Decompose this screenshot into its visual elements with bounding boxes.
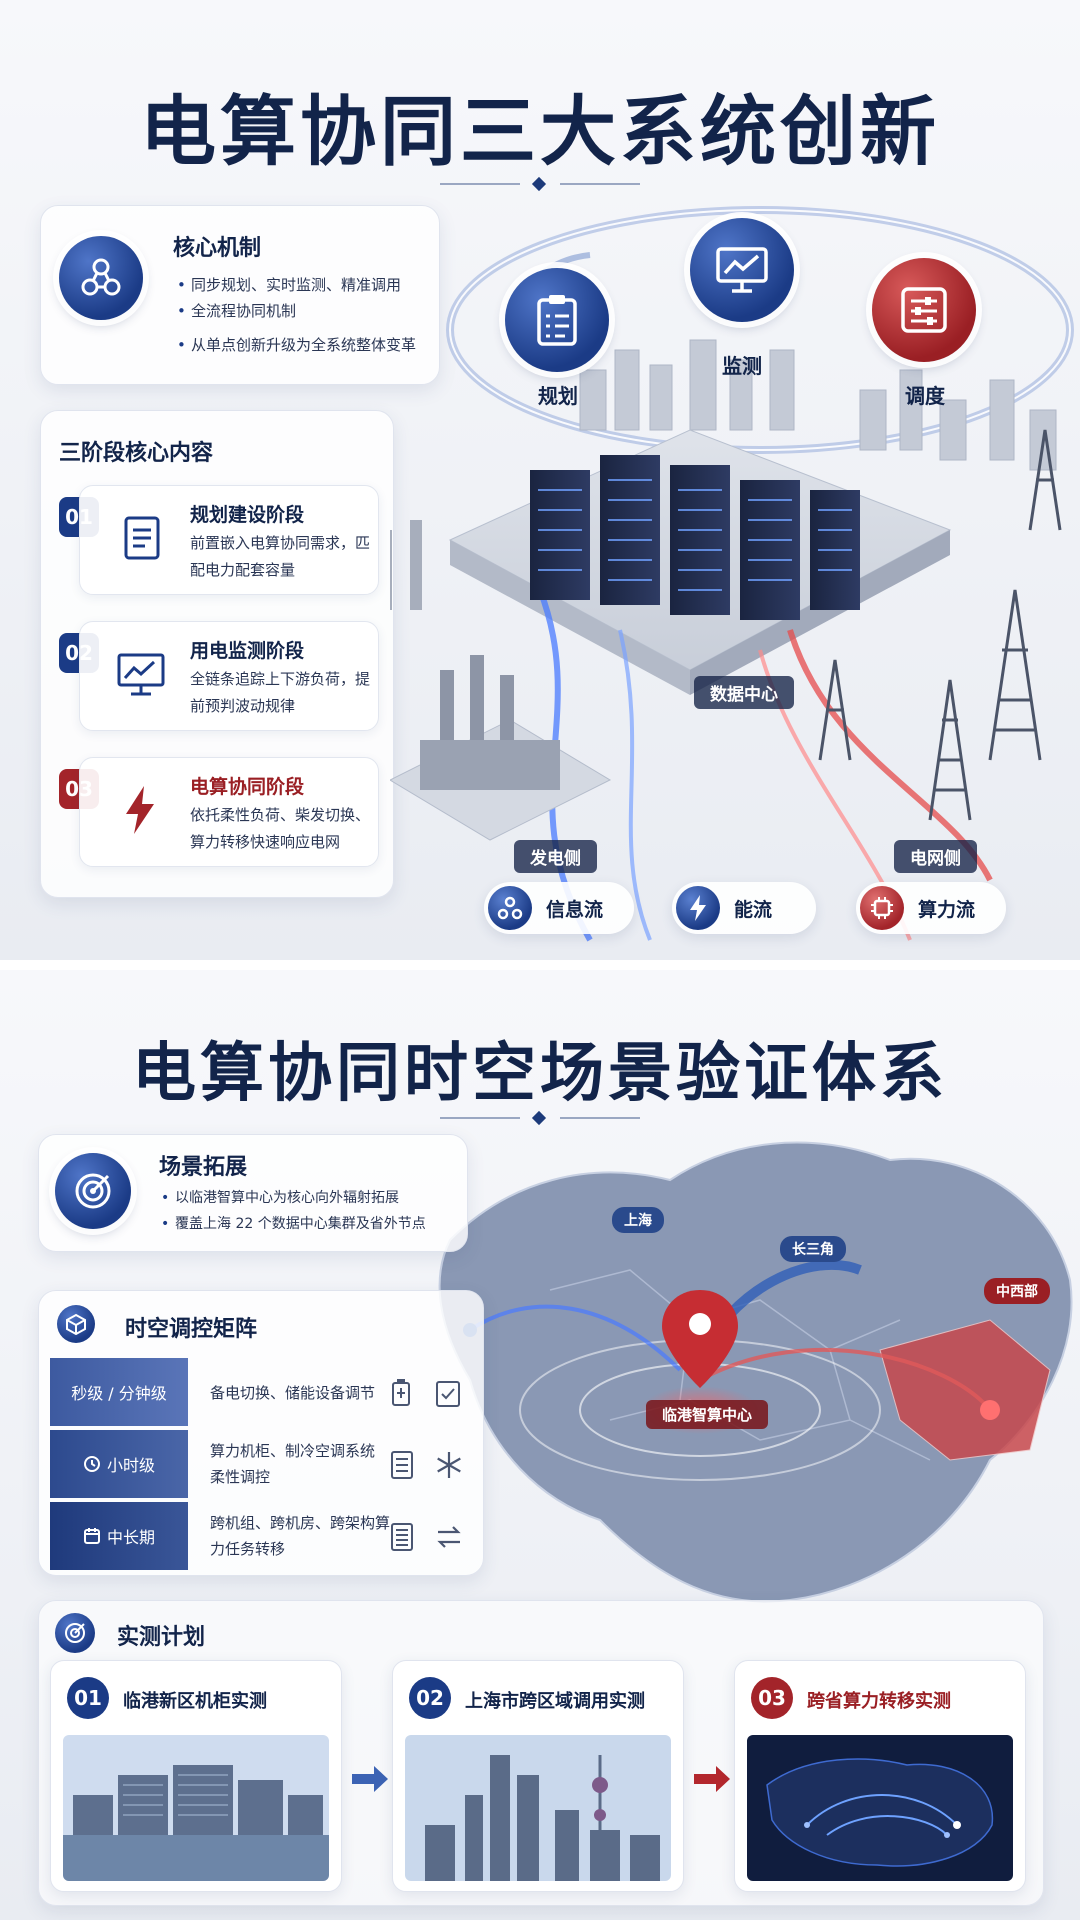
flow-label: 算力流 <box>918 898 976 921</box>
plan-title: 上海市跨区域调用实测 <box>465 1691 645 1712</box>
flow-label: 能流 <box>734 898 773 921</box>
stage-card-coordination[interactable]: 电算协同阶段 依托柔性负荷、柴发切换、算力转移快速响应电网 <box>79 757 379 867</box>
cycle-node-planning[interactable] <box>505 268 609 372</box>
plan-card-lingang[interactable]: 01 临港新区机柜实测 <box>50 1660 342 1892</box>
expand-bullet: 覆盖上海 22 个数据中心集群及省外节点 <box>161 1211 426 1237</box>
clock-icon <box>83 1456 100 1472</box>
stage-desc: 前置嵌入电算协同需求，匹配电力配套容量 <box>190 534 371 579</box>
panel-divider <box>0 960 1080 970</box>
test-plan-title: 实测计划 <box>117 1625 206 1650</box>
waterfront-buildings-photo <box>63 1735 329 1881</box>
matrix-row-desc: 备电切换、储能设备调节 <box>210 1384 376 1402</box>
swap-arrows-icon <box>434 1524 464 1554</box>
lightning-icon <box>676 886 720 930</box>
server-rack-icon <box>390 1450 414 1484</box>
arrow-right-icon <box>692 1764 732 1798</box>
location-pin-icon <box>662 1290 738 1388</box>
plan-number: 01 <box>67 1677 109 1719</box>
generation-side-label: 发电侧 <box>514 840 597 873</box>
panel2-title: 电算协同时空场景验证体系 <box>132 1036 948 1111</box>
cycle-node-dispatch[interactable] <box>872 258 976 362</box>
stage-card-planning[interactable]: 规划建设阶段 前置嵌入电算协同需求，匹配电力配套容量 <box>79 485 379 595</box>
clipboard-icon <box>537 295 577 346</box>
stage-desc: 全链条追踪上下游负荷，提前预判波动规律 <box>190 670 371 715</box>
checklist-icon <box>120 514 164 566</box>
map-center-label: 临港智算中心 <box>646 1400 769 1429</box>
title-ornament <box>440 1110 640 1126</box>
matrix-title: 时空调控矩阵 <box>125 1317 258 1342</box>
cycle-label: 规划 <box>538 384 578 408</box>
plan-number: 03 <box>751 1677 793 1719</box>
expand-bullet: 以临港智算中心为核心向外辐射拓展 <box>161 1185 399 1211</box>
panel-system-innovation: 电算协同三大系统创新 核心机制 同步规划、实时监测、精准调用 全流程协同机制 从… <box>0 0 1080 960</box>
info-flow-pill[interactable]: 信息流 <box>484 882 634 934</box>
core-bullet-continued: 全流程协同机制 <box>177 298 431 324</box>
plan-title: 跨省算力转移实测 <box>807 1691 951 1712</box>
network-nodes-icon <box>59 236 143 320</box>
energy-flow-pill[interactable]: 能流 <box>672 882 816 934</box>
calendar-icon <box>83 1528 100 1544</box>
matrix-row-desc: 跨机组、跨机房、跨架构算力任务转移 <box>210 1514 391 1558</box>
core-bullet: 同步规划、实时监测、精准调用 <box>177 272 401 298</box>
grid-side-label: 电网侧 <box>894 840 977 873</box>
server-icon <box>390 1522 414 1556</box>
three-stages-card: 三阶段核心内容 01 规划建设阶段 前置嵌入电算协同需求，匹配电力配套容量 02… <box>40 410 394 898</box>
china-map-illustration <box>438 1141 1073 1603</box>
map-tag-shanghai: 上海 <box>612 1207 664 1233</box>
matrix-row-label: 小时级 <box>50 1430 188 1498</box>
stage-title: 电算协同阶段 <box>190 776 305 798</box>
scene-expand-title: 场景拓展 <box>159 1155 248 1180</box>
lightning-icon <box>120 784 160 840</box>
target-icon <box>55 1153 131 1229</box>
three-stages-title: 三阶段核心内容 <box>59 441 214 466</box>
panel1-title: 电算协同三大系统创新 <box>140 87 940 176</box>
plan-card-cross-province[interactable]: 03 跨省算力转移实测 <box>734 1660 1026 1892</box>
matrix-row-label: 秒级 / 分钟级 <box>50 1358 188 1426</box>
matrix-row-label: 中长期 <box>50 1502 188 1570</box>
shanghai-skyline-photo <box>405 1735 671 1881</box>
matrix-row-desc: 算力机柜、制冷空调系统柔性调控 <box>210 1442 376 1486</box>
stage-desc: 依托柔性负荷、柴发切换、算力转移快速响应电网 <box>190 806 371 851</box>
plan-title: 临港新区机柜实测 <box>123 1691 267 1712</box>
map-tag-yangtze-delta: 长三角 <box>780 1236 846 1262</box>
chip-icon <box>860 886 904 930</box>
core-bullet: 从单点创新升级为全系统整体变革 <box>177 332 416 358</box>
clipboard-check-icon <box>434 1378 462 1412</box>
cycle-label: 监测 <box>722 354 762 378</box>
snowflake-icon <box>434 1450 464 1484</box>
data-center-label: 数据中心 <box>694 676 794 709</box>
scene-expand-card: 场景拓展 以临港智算中心为核心向外辐射拓展 覆盖上海 22 个数据中心集群及省外… <box>38 1134 468 1252</box>
china-network-map <box>747 1735 1013 1881</box>
cube-icon <box>57 1305 95 1343</box>
compute-flow-pill[interactable]: 算力流 <box>856 882 1006 934</box>
core-mechanism-title: 核心机制 <box>173 236 262 261</box>
arrow-right-icon <box>350 1764 390 1798</box>
stage-title: 用电监测阶段 <box>190 640 305 662</box>
network-icon <box>488 886 532 930</box>
core-mechanism-card: 核心机制 同步规划、实时监测、精准调用 全流程协同机制 从单点创新升级为全系统整… <box>40 205 440 385</box>
cycle-label: 调度 <box>905 384 945 408</box>
sliders-icon <box>901 287 947 333</box>
plan-card-shanghai[interactable]: 02 上海市跨区域调用实测 <box>392 1660 684 1892</box>
stage-title: 规划建设阶段 <box>190 504 305 526</box>
stage-card-monitoring[interactable]: 用电监测阶段 全链条追踪上下游负荷，提前预判波动规律 <box>79 621 379 731</box>
title-ornament <box>440 176 640 192</box>
battery-icon <box>388 1378 414 1412</box>
monitor-chart-icon <box>716 247 768 293</box>
cycle-node-monitoring[interactable] <box>690 218 794 322</box>
map-tag-central-west: 中西部 <box>984 1278 1050 1304</box>
plan-number: 02 <box>409 1677 451 1719</box>
target-icon <box>55 1613 95 1653</box>
monitor-chart-icon <box>116 652 166 702</box>
flow-label: 信息流 <box>546 898 604 921</box>
